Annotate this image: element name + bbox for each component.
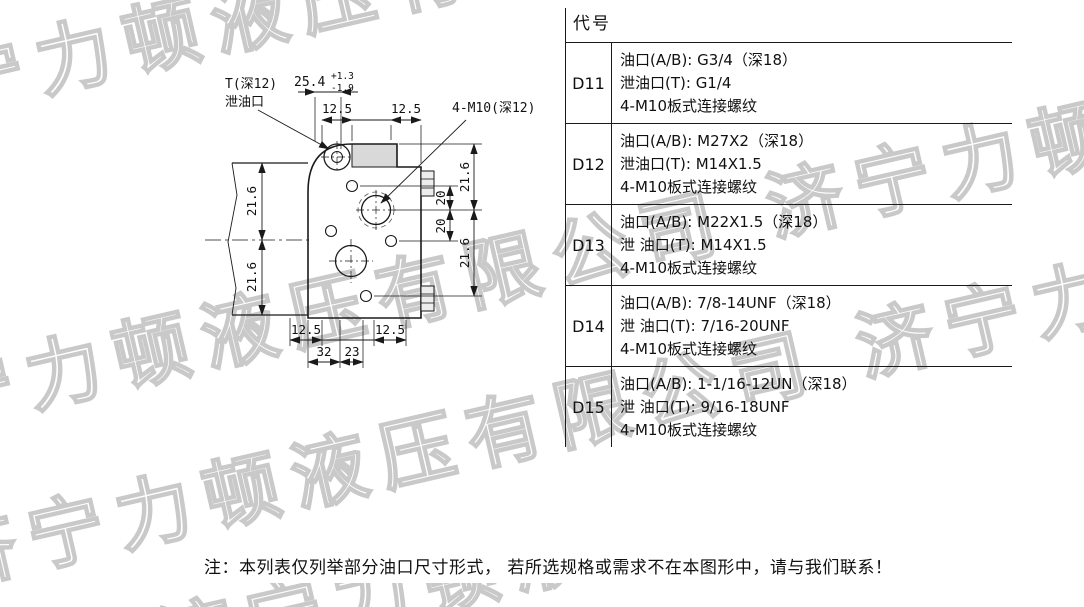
mount-thread-spec: 4-M10板式连接螺纹: [620, 178, 757, 196]
port-ab-spec: 油口(A/B): 1-1/16-12UN（深18）: [620, 375, 857, 393]
code-cell: D14: [566, 286, 612, 366]
dimension-lines: [257, 88, 478, 366]
dim-23: 23: [344, 344, 359, 359]
port-spec-table: 代号 D11 油口(A/B): G3/4（深18） 泄油口(T): G1/4 4…: [565, 8, 1012, 447]
dim-21-6-left-upper: 21.6: [244, 186, 259, 216]
t-port-depth-label: T(深12): [225, 77, 277, 92]
table-row-d15: D15 油口(A/B): 1-1/16-12UN（深18） 泄 油口(T): 9…: [566, 366, 1012, 447]
footer-note: 注：本列表仅列举部分油口尺寸形式， 若所选规格或需求不在本图形中，请与我们联系！: [204, 558, 893, 578]
code-cell: D12: [566, 124, 612, 204]
mount-thread-spec: 4-M10板式连接螺纹: [620, 259, 757, 277]
mount-thread-spec: 4-M10板式连接螺纹: [620, 421, 757, 439]
watermark-text: 济宁力顿液压有限公司 济宁力顿液压有限公司: [146, 583, 780, 607]
dim-12-5-top-right: 12.5: [391, 101, 421, 116]
m10-hole: [345, 179, 359, 193]
drain-port-spec: 泄 油口(T): M14X1.5: [620, 236, 767, 254]
dim-tol-plus: +1.3: [331, 71, 354, 82]
t-port-leader: [257, 109, 330, 150]
dim-20-upper: 20: [433, 190, 448, 205]
dim-20-lower: 20: [433, 218, 448, 233]
desc-cell: 油口(A/B): 1-1/16-12UN（深18） 泄 油口(T): 9/16-…: [612, 367, 1012, 447]
dim-21-6-right-lower: 21.6: [457, 238, 472, 268]
m10-hole: [359, 289, 373, 303]
desc-cell: 油口(A/B): M22X1.5（深18） 泄 油口(T): M14X1.5 4…: [612, 205, 1012, 285]
drain-port-spec: 泄油口(T): G1/4: [620, 74, 732, 92]
m10-hole: [324, 224, 338, 238]
dim-12-5-bottom-right: 12.5: [375, 322, 405, 337]
mount-thread-spec: 4-M10板式连接螺纹: [620, 97, 757, 115]
m10-thread-label: 4-M10(深12): [452, 101, 535, 116]
m10-leader: [380, 119, 467, 204]
drain-port-label: 泄油口: [225, 95, 264, 110]
mount-thread-spec: 4-M10板式连接螺纹: [620, 340, 757, 358]
port-ab-spec: 油口(A/B): 7/8-14UNF（深18）: [620, 294, 841, 312]
drain-port-spec: 泄油口(T): M14X1.5: [620, 155, 762, 173]
desc-cell: 油口(A/B): 7/8-14UNF（深18） 泄 油口(T): 7/16-20…: [612, 286, 1012, 366]
drain-port-spec: 泄 油口(T): 7/16-20UNF: [620, 317, 790, 335]
code-cell: D13: [566, 205, 612, 285]
desc-cell: 油口(A/B): G3/4（深18） 泄油口(T): G1/4 4-M10板式连…: [612, 43, 1012, 123]
drain-port-spec: 泄 油口(T): 9/16-18UNF: [620, 398, 790, 416]
port-ab-spec: 油口(A/B): G3/4（深18）: [620, 51, 797, 69]
dim-21-6-right-upper: 21.6: [457, 162, 472, 192]
port-circles: [321, 141, 398, 303]
table-row-d13: D13 油口(A/B): M22X1.5（深18） 泄 油口(T): M14X1…: [566, 204, 1012, 285]
dim-32: 32: [316, 344, 331, 359]
dim-12-5-bottom-left: 12.5: [291, 322, 321, 337]
port-ab-spec: 油口(A/B): M22X1.5（深18）: [620, 213, 828, 231]
dim-12-5-top-left: 12.5: [322, 101, 352, 116]
table-header: 代号: [573, 14, 611, 34]
break-lines: [205, 162, 310, 316]
m10-hole: [384, 234, 398, 248]
shaded-step: [351, 143, 398, 168]
dim-21-6-left-lower: 21.6: [244, 262, 259, 292]
table-row-d14: D14 油口(A/B): 7/8-14UNF（深18） 泄 油口(T): 7/1…: [566, 285, 1012, 366]
port-ab-spec: 油口(A/B): M27X2（深18）: [620, 132, 814, 150]
code-cell: D15: [566, 367, 612, 447]
dim-25-4: 25.4: [294, 75, 325, 90]
dim-tol-minus: -1.9: [331, 83, 354, 94]
watermark-clip: 济宁力顿液压有限公司 济宁力顿液压有限公司: [140, 583, 780, 607]
table-row-d12: D12 油口(A/B): M27X2（深18） 泄油口(T): M14X1.5 …: [566, 123, 1012, 204]
code-cell: D11: [566, 43, 612, 123]
table-row-d11: D11 油口(A/B): G3/4（深18） 泄油口(T): G1/4 4-M1…: [566, 42, 1012, 123]
desc-cell: 油口(A/B): M27X2（深18） 泄油口(T): M14X1.5 4-M1…: [612, 124, 1012, 204]
port-dimension-drawing: T(深12) 泄油口 4-M10(深12) 25.4 +1.3 -1.9 12.…: [205, 71, 535, 368]
